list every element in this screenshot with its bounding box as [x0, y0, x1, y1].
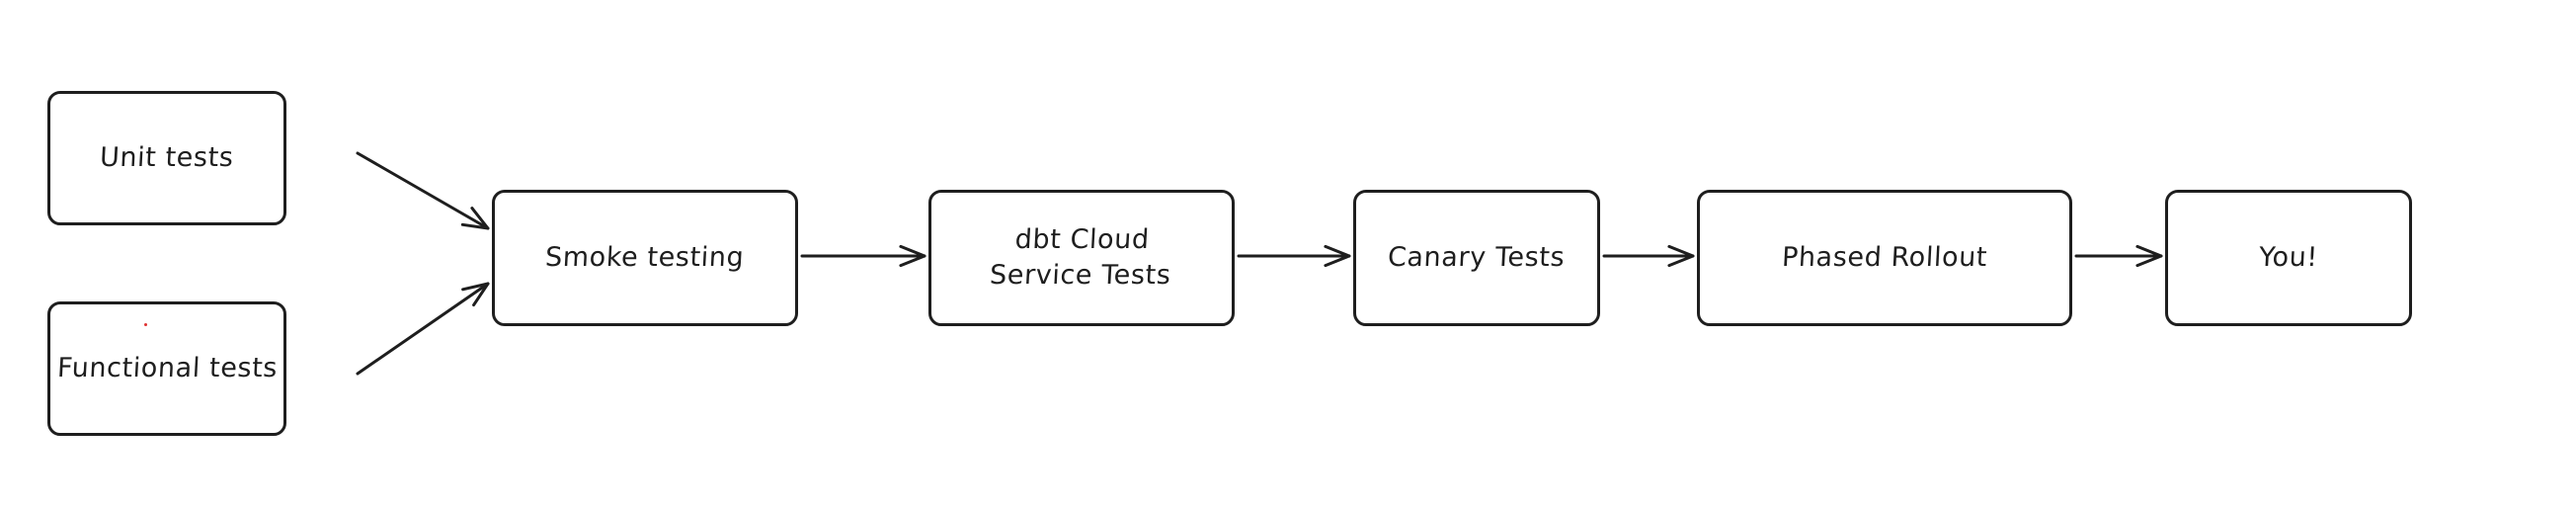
edge-unit-to-smoke-line [356, 151, 490, 230]
node-you[interactable]: You! [2165, 190, 2412, 326]
node-functional-tests[interactable]: Functional tests [47, 301, 286, 436]
node-label-smoke-testing: Smoke testing [544, 242, 746, 274]
node-label-unit-tests: Unit tests [99, 142, 235, 174]
node-label-you: You! [2258, 242, 2319, 274]
edge-unit-to-smoke [356, 151, 490, 230]
node-phased-rollout[interactable]: Phased Rollout [1697, 190, 2072, 326]
edge-phased-to-you-arrowhead-icon [2135, 244, 2163, 268]
edge-canary-to-phased-arrowhead-icon [1667, 244, 1695, 268]
edge-functional-to-smoke [356, 282, 490, 376]
node-dbt-cloud-service-tests[interactable]: dbt Cloud Service Tests [928, 190, 1235, 326]
node-canary-tests[interactable]: Canary Tests [1353, 190, 1600, 326]
node-smoke-testing[interactable]: Smoke testing [492, 190, 798, 326]
node-label-canary-tests: Canary Tests [1387, 242, 1567, 274]
node-label-phased-rollout: Phased Rollout [1781, 242, 1988, 274]
edge-smoke-to-dbt [800, 244, 926, 268]
edge-unit-to-smoke-arrowhead-icon [460, 207, 490, 230]
edge-phased-to-you [2074, 244, 2163, 268]
node-label-functional-tests: Functional tests [55, 353, 279, 384]
edge-smoke-to-dbt-arrowhead-icon [899, 244, 926, 268]
node-unit-tests[interactable]: Unit tests [47, 91, 286, 225]
red-dot-artifact [144, 323, 147, 326]
edge-functional-to-smoke-line [356, 282, 490, 376]
node-label-dbt-cloud-service-tests: dbt Cloud Service Tests [989, 224, 1172, 291]
edge-canary-to-phased [1602, 244, 1695, 268]
edge-functional-to-smoke-arrowhead-icon [461, 282, 490, 307]
edge-dbt-to-canary-arrowhead-icon [1324, 244, 1351, 268]
edge-dbt-to-canary [1237, 244, 1351, 268]
